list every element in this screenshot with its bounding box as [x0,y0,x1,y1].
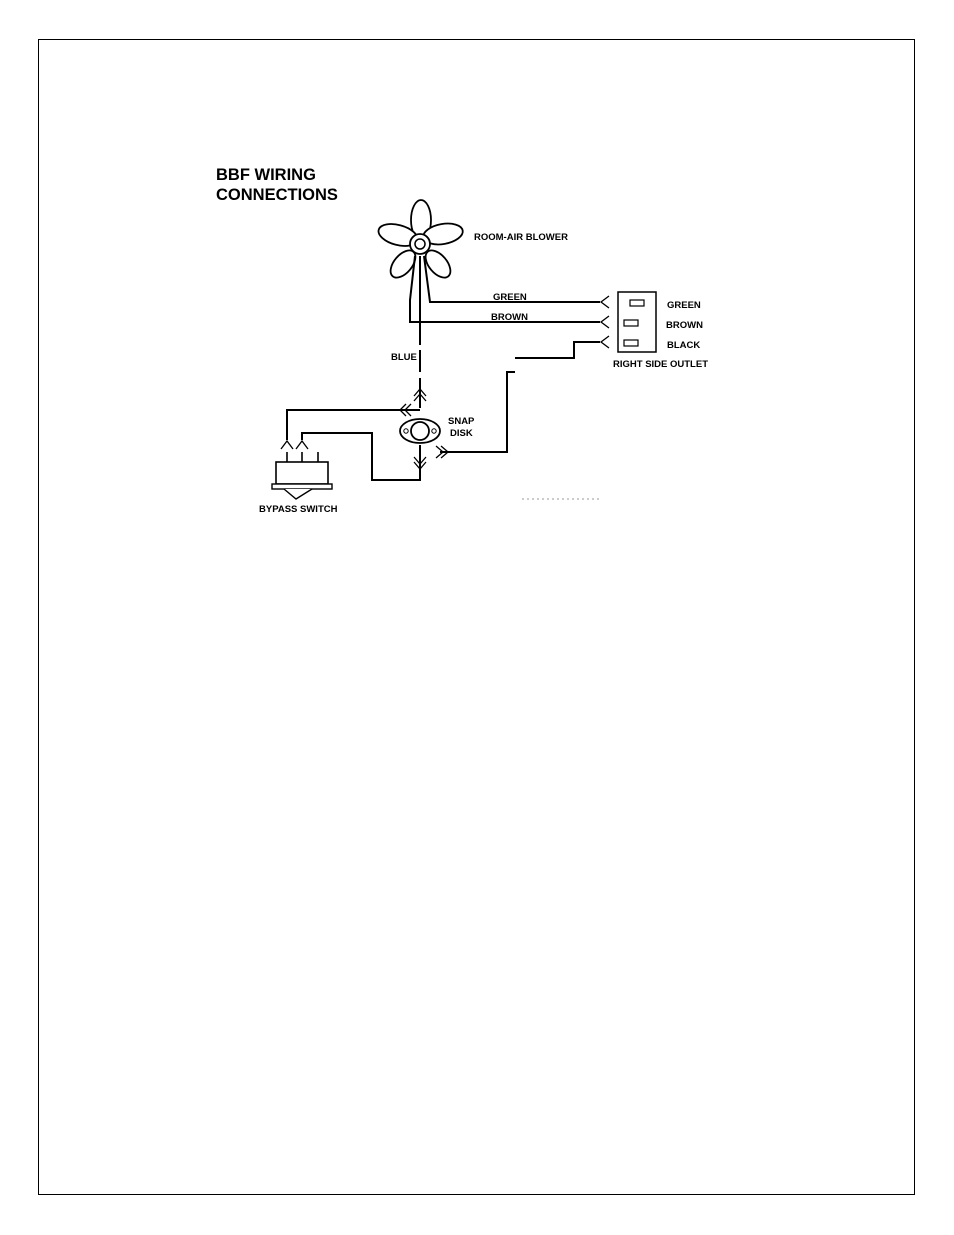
outlet-plug-connectors [601,296,609,348]
bypass-switch-connectors [281,441,308,449]
snap-disk-label-2: DISK [450,428,473,439]
snap-disk-label-1: SNAP [448,416,475,427]
brown-wire-label: BROWN [491,312,528,323]
right-side-outlet [618,292,656,352]
bypass-switch-label: BYPASS SWITCH [259,504,338,515]
outlet-terminal-brown: BROWN [666,320,703,331]
bypass-switch-icon [272,452,332,499]
outlet-label: RIGHT SIDE OUTLET [613,359,708,370]
outlet-terminal-black: BLACK [667,340,700,351]
black-wire [515,342,600,358]
bypass-upper-wire [287,410,420,440]
snap-disk-icon [400,419,440,443]
blue-wire-label: BLUE [391,352,417,363]
snap-disk-output-wire [440,372,515,452]
outlet-terminal-green: GREEN [667,300,701,311]
green-wire-label: GREEN [493,292,527,303]
blower-label: ROOM-AIR BLOWER [474,232,568,243]
